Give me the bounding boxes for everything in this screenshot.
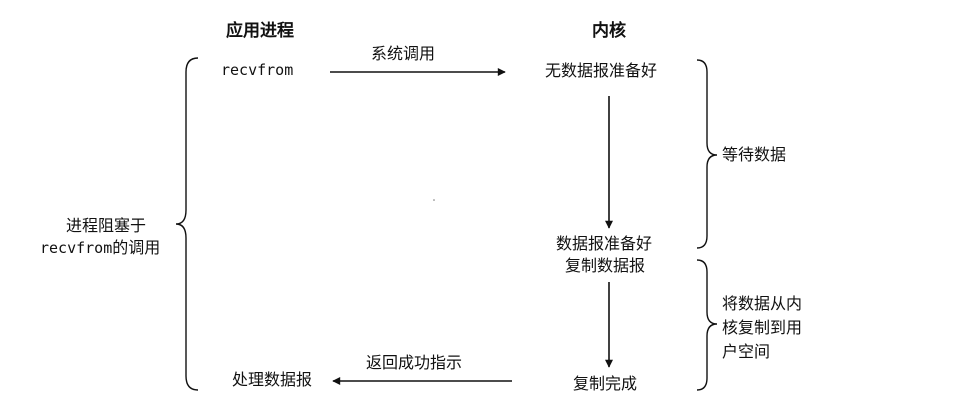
blocked-label-line1: 进程阻塞于 [66, 216, 147, 235]
copy-phase-line1: 将数据从内 [722, 294, 803, 313]
blocked-label-recvfrom: recvfrom [40, 239, 113, 257]
blocked-brace [175, 57, 199, 391]
wait-brace [696, 59, 718, 249]
copy-brace [696, 259, 718, 391]
blocked-label-call: 的调用 [112, 238, 161, 257]
return-ok-label: 返回成功指示 [366, 353, 463, 372]
copy-datagram: 复制数据报 [565, 256, 646, 275]
app-process-header: 应用进程 [226, 21, 294, 41]
wait-data-label: 等待数据 [722, 145, 787, 164]
kernel-header: 内核 [592, 21, 626, 41]
process-datagram-label: 处理数据报 [232, 370, 313, 389]
blocked-label-line2: recvfrom的调用 [40, 240, 160, 256]
copy-phase-line2: 核复制到用 [722, 318, 803, 337]
copy-phase-line3: 户空间 [722, 342, 771, 361]
datagram-ready: 数据报准备好 [556, 234, 653, 253]
scan-dot [433, 199, 435, 201]
syscall-label: 系统调用 [371, 44, 436, 63]
copy-done: 复制完成 [573, 374, 638, 393]
no-datagram-ready: 无数据报准备好 [545, 61, 658, 80]
recvfrom-call: recvfrom [221, 61, 294, 79]
